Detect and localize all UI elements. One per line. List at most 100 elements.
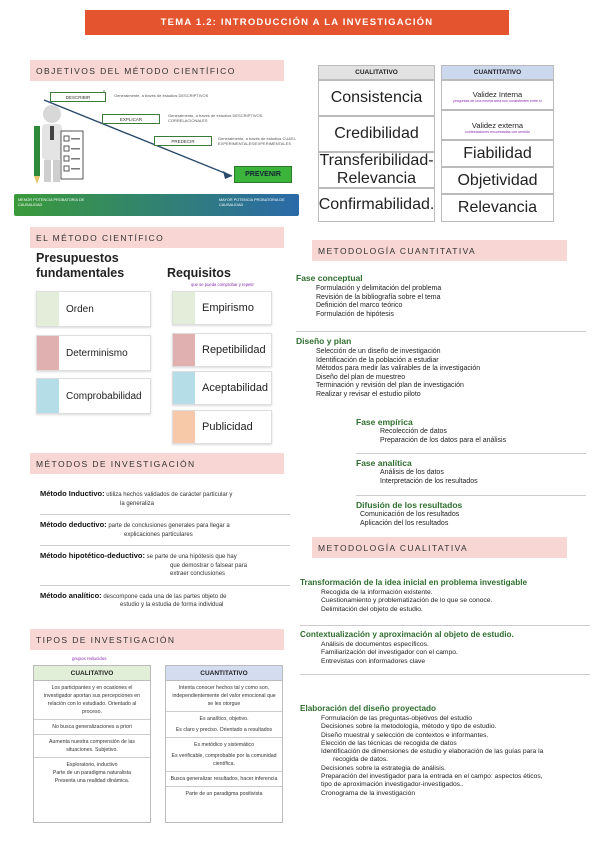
quality-right-cell: Validez externa contestaciones encuestad…	[441, 110, 554, 140]
metodo-item: Método deductivo: parte de conclusiones …	[40, 520, 290, 539]
phase-line: Métodos para medir las valirables de la …	[316, 365, 481, 372]
step-predecir-note: Generalmente, a través de estudios CUASI…	[218, 136, 297, 146]
phase-line: Análisis de los datos	[380, 469, 444, 476]
presupuesto-card: Comprobabilidad	[36, 378, 151, 414]
metodos-list: Método Inductivo: utiliza hechos validad…	[40, 489, 290, 610]
metodo-desc: explicaciones particulares	[124, 531, 193, 538]
quality-left-cell: Confirmabilidad.	[318, 188, 435, 222]
tipos-cell: Intenta conocer hechos tal y como son, i…	[166, 681, 282, 712]
phase-line: Formulación de hipótesis	[316, 310, 394, 318]
checklist-icon	[60, 130, 84, 180]
phase-title: Diseño y plan	[296, 336, 352, 346]
qual-line: Análisis de documentos específicos.	[321, 641, 429, 648]
metodo-name: Método Inductivo:	[40, 489, 105, 498]
qual-title: Contextualización y aproximación al obje…	[300, 630, 514, 639]
swatch	[37, 292, 59, 326]
presupuesto-card: Determinismo	[36, 335, 151, 371]
requisito-label: Repetibilidad	[202, 344, 266, 356]
quality-left-cell: Transferibilidad-Relevancia	[318, 152, 435, 188]
quality-right-cell: Objetividad	[441, 167, 554, 194]
tipos-note: grupos reducidos	[72, 656, 107, 661]
requisito-label: Empirismo	[202, 302, 254, 314]
metodo-item: Método Inductivo: utiliza hechos validad…	[40, 489, 290, 508]
quality-right-note: preguntas de una misma area son consiste…	[453, 99, 542, 103]
fase-analitica: Fase analítica Análisis de los datos Int…	[356, 458, 586, 486]
qual-line: Diseño muestral y selección de contextos…	[321, 731, 489, 739]
qual-line: Cronograma de la investigación	[321, 789, 416, 797]
divider	[356, 453, 586, 454]
metodo-name: Método analítico:	[40, 590, 102, 600]
metodo-item: Método hipotético-deductivo: se parte de…	[40, 551, 290, 579]
section-header-metodos: MÉTODOS DE INVESTIGACIÓN	[30, 453, 284, 474]
qual-title: Transformación de la idea inicial en pro…	[300, 578, 528, 587]
qual-line: Preparación del investigador para la ent…	[321, 773, 543, 781]
phase-line: Diseño del plan de muestreo	[316, 373, 406, 381]
requisitos-title: Requisitos	[167, 266, 231, 280]
qual-line: tipo de aproximación investigador-invest…	[321, 781, 464, 789]
qual-line: Recogida de la información existente.	[321, 589, 433, 596]
causality-strip: MENOR POTENCIA PROBATORIA DE CAUSALIDAD …	[14, 194, 299, 216]
phase-line: Revisión de la bibliografía sobre el tem…	[316, 293, 441, 301]
tipos-cell: Presenta una realidad dinámica.	[54, 778, 130, 784]
divider	[356, 495, 586, 496]
phase-line: Definición del marco teórico	[316, 302, 403, 309]
step-describir-note: Generalmente, a través de estudios DESCR…	[114, 93, 209, 98]
tipos-cell: Es verificable, comprobable por la comun…	[166, 749, 282, 772]
tipos-col-cuantitativo: CUANTITATIVO Intenta conocer hechos tal …	[165, 665, 283, 823]
qual-line: recogida de datos.	[333, 756, 389, 764]
metodo-desc: que demostrar o falsear para	[170, 562, 248, 569]
presupuestos-title: Presupuestos fundamentales	[36, 251, 125, 280]
cualitativa-step-2: Contextualización y aproximación al obje…	[300, 630, 590, 666]
fase-empirica: Fase empírica Recolección de datos Prepa…	[356, 417, 586, 445]
swatch	[173, 372, 195, 404]
section-header-cuantitativa: METODOLOGÍA CUANTITATIVA	[312, 240, 567, 261]
phase-line: Selección de un diseño de investigación	[316, 348, 441, 355]
phase-line: Terminación y revisión del plan de inves…	[316, 382, 464, 389]
qual-line: Familiarización del investigador con el …	[321, 649, 458, 657]
phase-line: Preparación de los datos para el análisi…	[380, 436, 507, 444]
quality-right-cell: Validez Interna preguntas de una misma a…	[441, 80, 554, 110]
fase-difusion: Difusión de los resultados Comunicación …	[356, 500, 586, 528]
swatch	[173, 411, 195, 443]
quality-right-note: contestaciones encuestadas con sentido	[465, 130, 530, 134]
presupuesto-label: Orden	[66, 303, 94, 315]
divider	[40, 545, 290, 546]
phase-title: Fase analítica	[356, 458, 412, 468]
metodo-name: Método hipotético-deductivo:	[40, 551, 145, 560]
presupuesto-label: Comprobabilidad	[66, 390, 142, 402]
quality-left-head: CUALITATIVO	[318, 65, 435, 80]
swatch	[37, 379, 59, 413]
tipos-cell: Exploratorio, inductivo	[66, 762, 118, 768]
divider	[40, 514, 290, 515]
swatch	[173, 334, 195, 366]
divider	[296, 331, 586, 332]
step-prevenir: PREVENIR	[234, 166, 292, 183]
objetivos-diagram: DESCRIBIR Generalmente, a través de estu…	[14, 84, 299, 216]
quality-left-cell: Consistencia	[318, 80, 435, 116]
tipos-cell: Es claro y preciso. Orientado a resultad…	[166, 723, 282, 738]
phase-line: Realizar y revisar el estudio piloto	[316, 390, 421, 398]
cualitativa-step-3: Elaboración del diseño proyectado Formul…	[300, 704, 592, 798]
step-predecir: PREDECIR	[154, 136, 212, 146]
requisito-label: Aceptabilidad	[202, 382, 269, 394]
qual-line: Entrevistas con informadores clave	[321, 657, 426, 665]
presupuesto-card: Orden	[36, 291, 151, 327]
phase-line: Aplicación del los resultados	[360, 519, 449, 527]
requisito-card: Repetibilidad	[172, 333, 272, 367]
section-header-objetivos: OBJETIVOS DEL MÉTODO CIENTÍFICO	[30, 60, 284, 81]
divider	[300, 625, 590, 626]
fase-diseno: Diseño y plan Selección de un diseño de …	[296, 336, 586, 399]
tipos-col-cualitativo: CUALITATIVO Los participantes y en ocasi…	[33, 665, 151, 823]
requisito-label: Publicidad	[202, 421, 253, 433]
requisito-card: Publicidad	[172, 410, 272, 444]
tipos-cell: Busca generalizar resultados, hacer infe…	[166, 772, 282, 787]
tipos-col-head: CUALITATIVO	[34, 666, 150, 681]
swatch	[173, 292, 195, 324]
quality-right-label: Validez Interna	[472, 90, 523, 99]
qual-line: Decisiones sobre la metodología, método …	[321, 723, 497, 731]
page-banner: TEMA 1.2: INTRODUCCIÓN A LA INVESTIGACIÓ…	[85, 10, 509, 35]
tipos-col-head: CUANTITATIVO	[166, 666, 282, 681]
divider	[300, 674, 590, 675]
tipos-cell: Los participantes y en ocasiones el inve…	[34, 681, 150, 720]
cualitativa-step-1: Transformación de la idea inicial en pro…	[300, 578, 590, 614]
